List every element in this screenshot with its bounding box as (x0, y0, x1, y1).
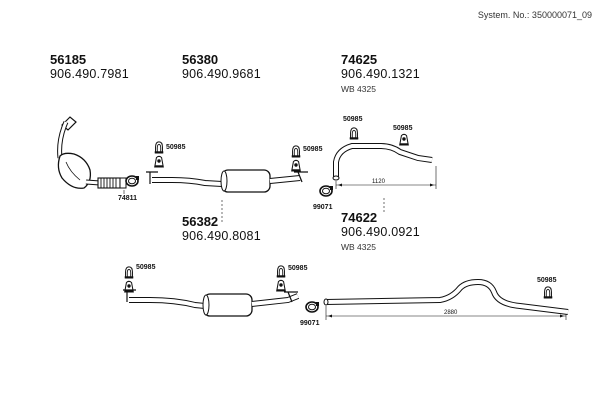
rubber-hanger-icon (399, 133, 409, 146)
rubber-hanger-icon (291, 159, 301, 172)
callout-hanger: 50985 (136, 264, 156, 271)
oe-number: 906.490.9681 (182, 67, 261, 81)
callout-flex: 74811 (118, 195, 137, 202)
rubber-hanger-icon (276, 265, 286, 278)
wheelbase-note: WB 4325 (341, 84, 376, 94)
oe-number: 906.490.0921 (341, 225, 420, 239)
dimension-label: 1120 (372, 179, 386, 185)
part-number: 56382 (182, 214, 219, 229)
dimension-upper (335, 166, 437, 189)
part-number: 74622 (341, 210, 378, 225)
callout-hanger: 50985 (393, 125, 413, 132)
rubber-hanger-icon (276, 279, 286, 292)
oe-number: 906.490.8081 (182, 229, 261, 243)
callout-hanger: 50985 (288, 265, 308, 272)
rubber-hanger-icon (124, 280, 134, 293)
callout-hanger: 50985 (343, 116, 363, 123)
rubber-hanger-icon (124, 266, 134, 279)
part-number: 56380 (182, 52, 219, 67)
middle-silencer-upper (146, 169, 308, 193)
oe-number: 906.490.7981 (50, 67, 129, 81)
dimension-lower (325, 306, 567, 320)
callout-hanger: 50985 (537, 277, 557, 284)
rubber-hanger-icon (154, 155, 164, 168)
rubber-hanger-icon (154, 141, 164, 154)
oe-number: 906.490.1321 (341, 67, 420, 81)
catalytic-converter (57, 116, 101, 189)
rubber-hanger-icon (349, 127, 359, 140)
part-number: 74625 (341, 52, 378, 67)
rubber-hanger-icon (543, 286, 553, 299)
part-label-middle-silencer-upper: 56380 906.490.9681 (182, 52, 261, 82)
dimension-label: 2880 (444, 310, 458, 316)
clamp-icon (305, 301, 320, 313)
callout-clamp: 99071 (313, 204, 333, 211)
rubber-hanger-icon (291, 145, 301, 158)
tail-pipe-upper (332, 143, 433, 181)
part-label-middle-silencer-lower: 56382 906.490.8081 (182, 214, 261, 244)
system-number: System. No.: 350000071_09 (477, 10, 592, 20)
part-label-tail-pipe-lower: 74622 906.490.0921 WB 4325 (341, 210, 420, 254)
wheelbase-note: WB 4325 (341, 242, 376, 252)
callout-hanger: 50985 (303, 146, 323, 153)
middle-silencer-lower (123, 289, 300, 317)
tail-pipe-lower (323, 278, 569, 315)
flex-pipe (97, 177, 127, 189)
callout-clamp: 99071 (300, 320, 320, 327)
callout-hanger: 50985 (166, 144, 186, 151)
clamp-icon (319, 185, 334, 197)
part-label-tail-pipe-upper: 74625 906.490.1321 WB 4325 (341, 52, 420, 96)
part-number: 56185 (50, 52, 87, 67)
part-label-catalytic-converter: 56185 906.490.7981 (50, 52, 129, 82)
clamp-icon (125, 175, 140, 187)
